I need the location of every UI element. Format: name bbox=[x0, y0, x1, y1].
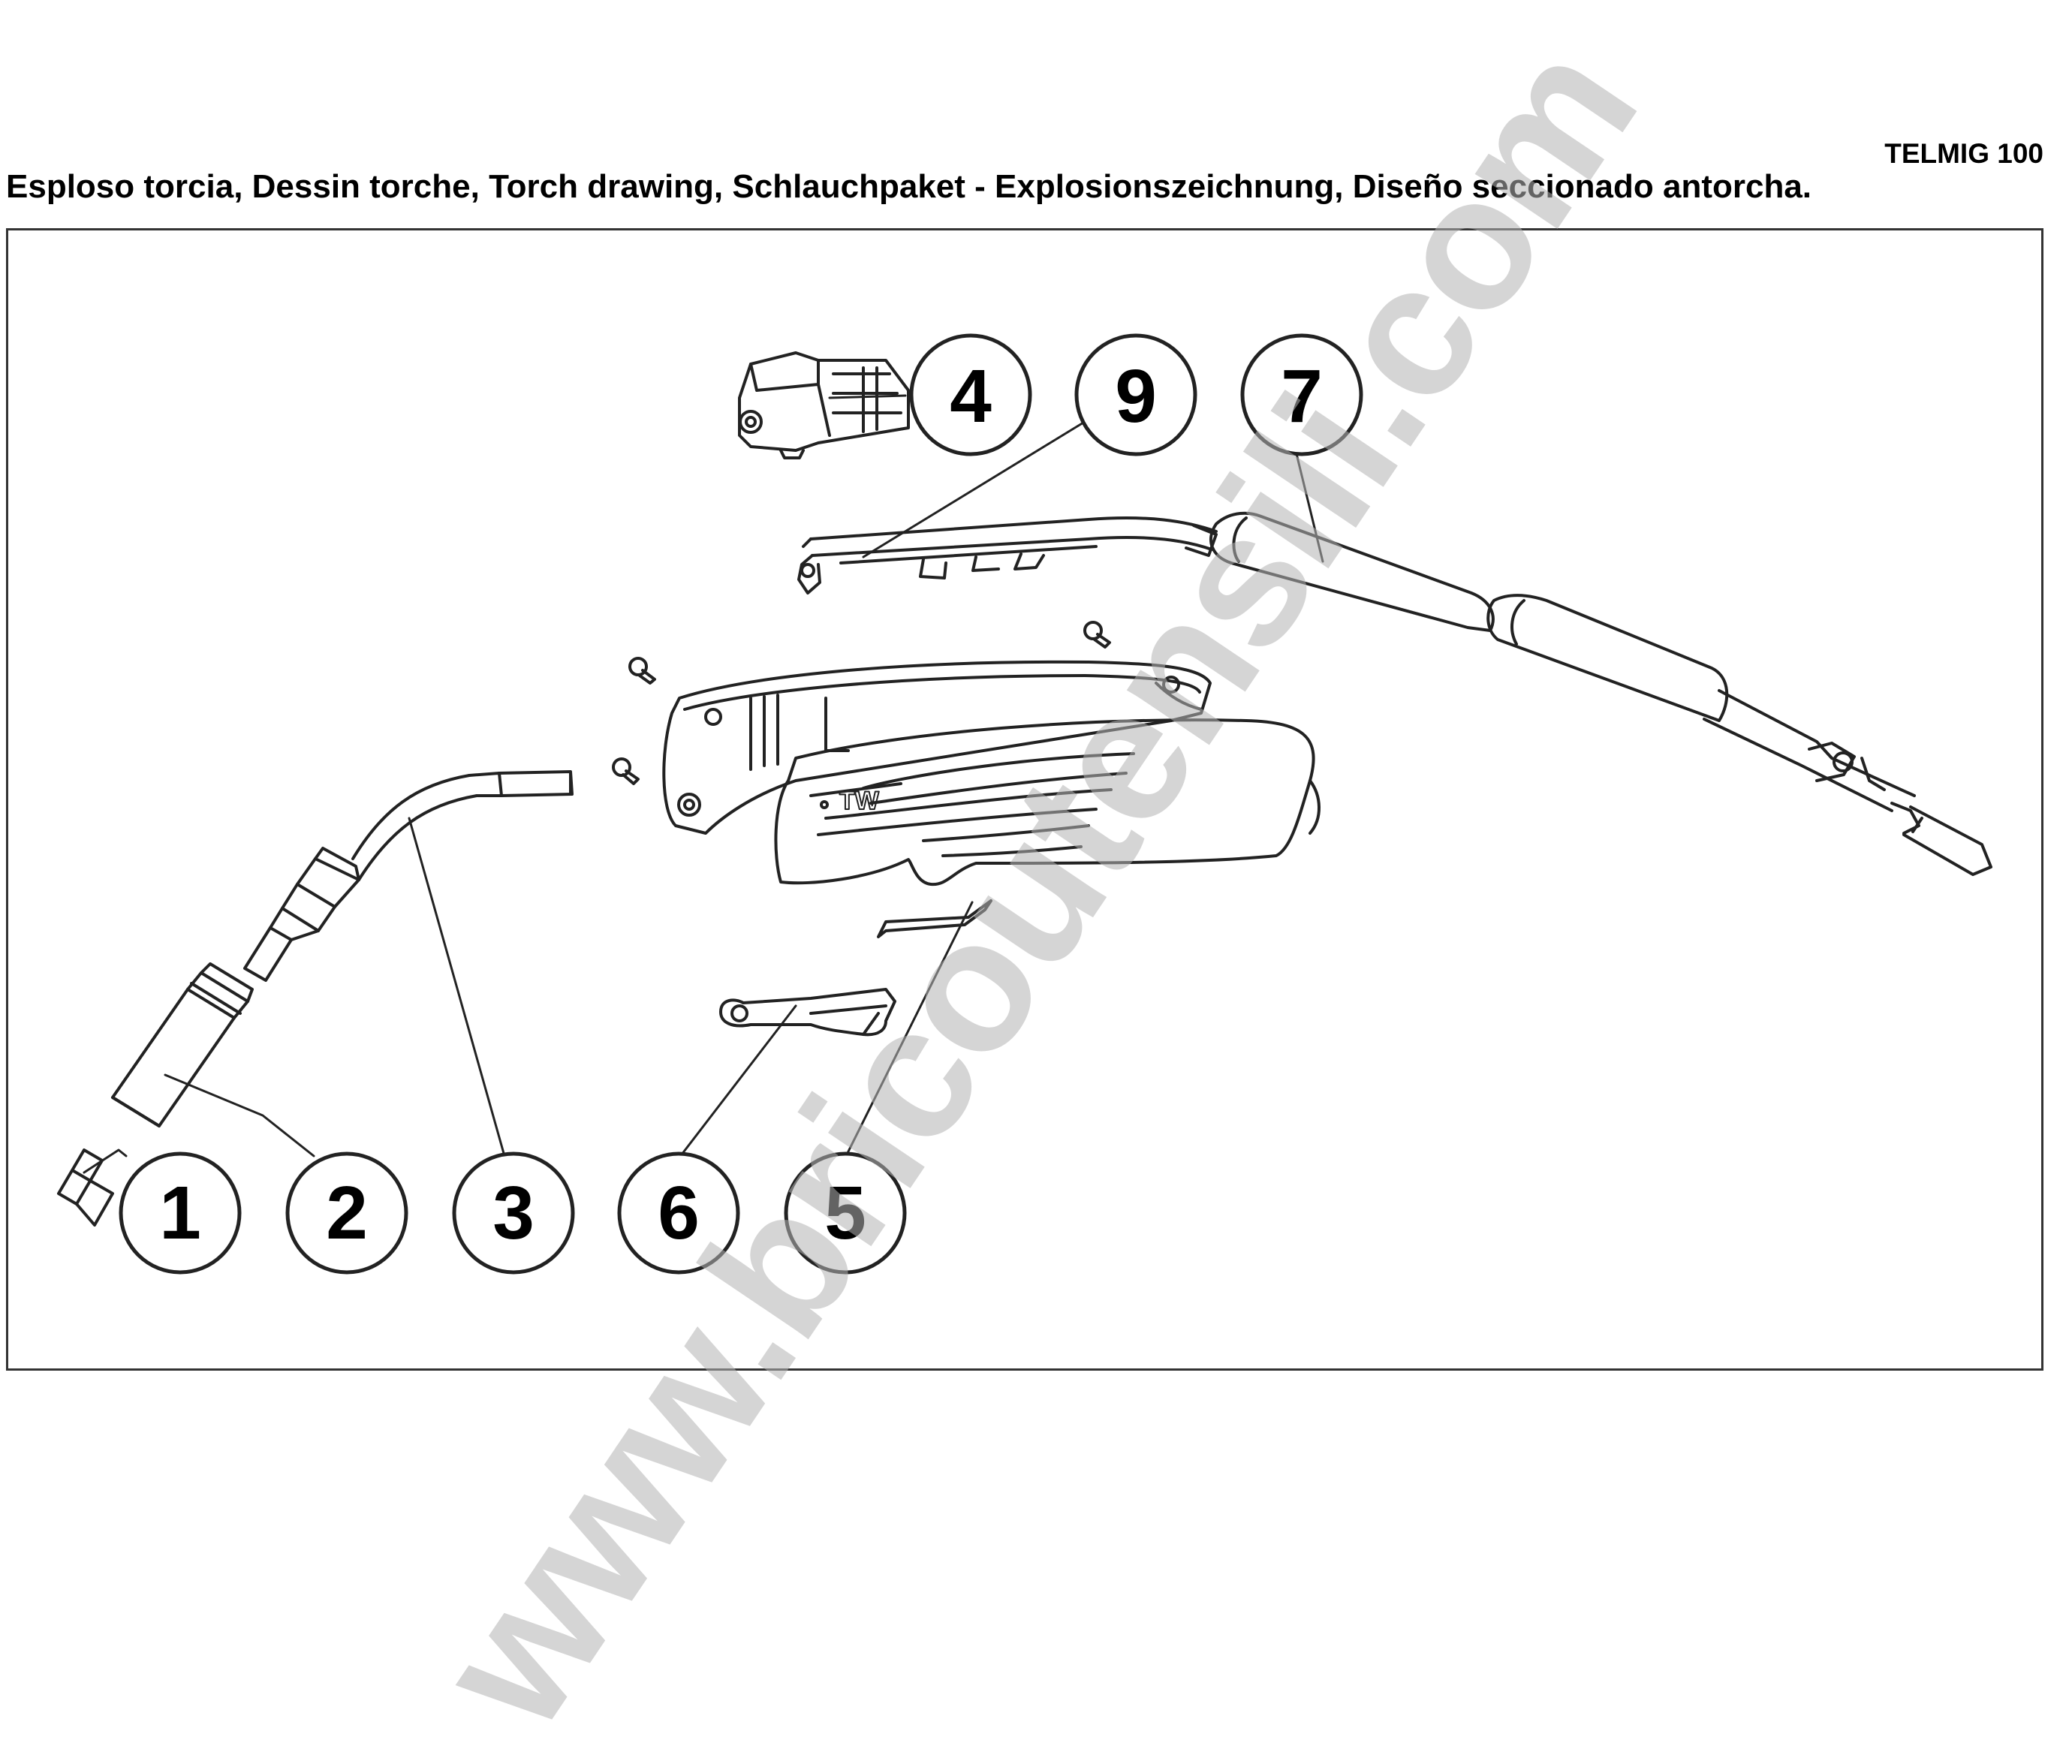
model-name: TELMIG 100 bbox=[1884, 138, 2043, 169]
handle-shell-front bbox=[774, 718, 1321, 887]
callout-4: 4 bbox=[909, 333, 1032, 456]
svg-text:6: 6 bbox=[658, 1171, 700, 1255]
svg-text:5: 5 bbox=[824, 1171, 866, 1255]
callout-3: 3 bbox=[452, 1151, 575, 1275]
callout-2: 2 bbox=[285, 1151, 408, 1275]
callout-6: 6 bbox=[617, 1151, 740, 1275]
svg-text:7: 7 bbox=[1281, 354, 1323, 438]
drawing-frame bbox=[6, 228, 2043, 1371]
screws bbox=[612, 621, 1111, 785]
callouts: 1 2 3 4 5 6 7 9 bbox=[119, 333, 1363, 1275]
callout-7: 7 bbox=[1240, 333, 1363, 456]
part-1-contact-tip bbox=[57, 1148, 114, 1227]
svg-text:9: 9 bbox=[1115, 354, 1157, 438]
part-9-liner-assembly bbox=[797, 516, 1218, 595]
callout-1: 1 bbox=[119, 1151, 242, 1275]
part-7-hose bbox=[1209, 511, 1992, 876]
handle-shell-back bbox=[662, 660, 1212, 835]
callout-9: 9 bbox=[1074, 333, 1197, 456]
part-6-trigger bbox=[719, 988, 896, 1037]
page-title: Esploso torcia, Dessin torche, Torch dra… bbox=[6, 168, 1812, 205]
svg-text:2: 2 bbox=[326, 1171, 368, 1255]
svg-text:3: 3 bbox=[492, 1171, 535, 1255]
handle-logo: TW bbox=[839, 787, 880, 815]
part-3-swan-neck bbox=[243, 770, 574, 982]
callout-5: 5 bbox=[784, 1151, 907, 1275]
leader-lines bbox=[83, 394, 1324, 1174]
part-2-gas-nozzle bbox=[111, 962, 254, 1127]
svg-text:1: 1 bbox=[159, 1171, 201, 1255]
part-5-spring bbox=[877, 899, 992, 938]
part-4-connector-block bbox=[738, 351, 910, 459]
svg-text:4: 4 bbox=[950, 354, 992, 438]
